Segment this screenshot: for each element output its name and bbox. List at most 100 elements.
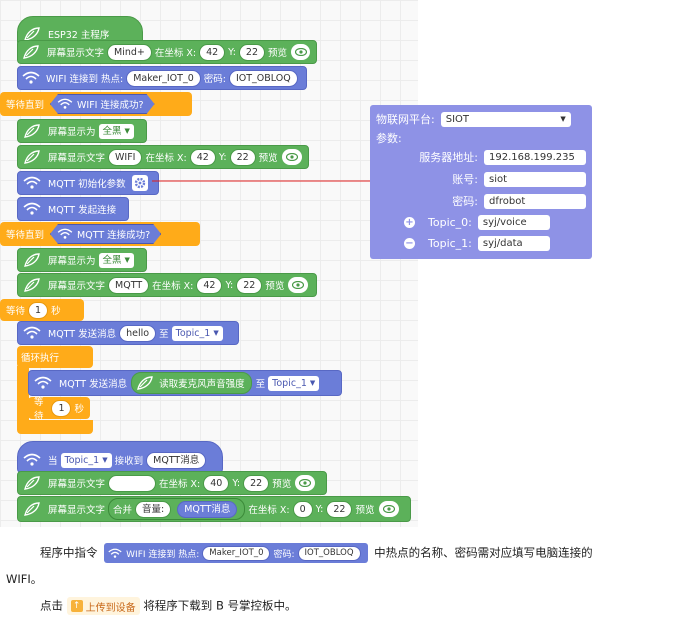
server-input[interactable]: 192.168.199.235	[484, 149, 586, 165]
plus-icon[interactable]: +	[404, 217, 415, 228]
text-input[interactable]	[108, 474, 157, 492]
fill-dropdown[interactable]: 全黑▼	[98, 123, 134, 139]
y-input[interactable]: 22	[238, 43, 266, 61]
mic-volume-reporter[interactable]: 读取麦克风声音强度	[131, 372, 252, 394]
mqtt-send-hello-block[interactable]: MQTT 发送消息 hello 至 Topic_1▼	[17, 321, 239, 345]
wifi-connected-condition[interactable]: WIFI 连接成功?	[50, 94, 155, 114]
upload-icon: ↑	[70, 600, 83, 612]
code-canvas[interactable]: ESP32 主程序 屏幕显示文字 Mind+ 在坐标 X: 42 Y: 22 预…	[0, 0, 418, 527]
upload-button[interactable]: ↑ 上传到设备	[66, 597, 140, 615]
y-input[interactable]: 22	[326, 500, 353, 518]
wifi-icon	[108, 548, 122, 558]
block-label: MQTT 初始化参数	[48, 179, 126, 190]
account-label: 账号:	[452, 173, 478, 186]
mqtt-message-variable[interactable]: MQTT消息	[146, 451, 207, 469]
x-input[interactable]: 40	[203, 474, 230, 492]
mqtt-receive-event-hat[interactable]: 当 Topic_1▼ 接收到 MQTT消息	[17, 441, 223, 473]
display-text-block-4[interactable]: 屏幕显示文字 在坐标 X: 40 Y: 22 预览	[17, 471, 327, 495]
mqtt-icon	[22, 324, 42, 342]
instruction-text: 点击	[40, 598, 63, 613]
topic1-row: − Topic_1: syj/data	[404, 236, 550, 251]
y-input[interactable]: 22	[236, 276, 263, 294]
wait-seconds-block-2[interactable]: 等待 1 秒	[28, 397, 90, 422]
block-label: WIFI 连接成功?	[77, 100, 144, 111]
block-label: 等待直到	[6, 230, 45, 241]
x-input[interactable]: 0	[292, 500, 313, 518]
mqtt-connected-condition[interactable]: MQTT 连接成功?	[50, 224, 161, 244]
server-row: 服务器地址: 192.168.199.235	[419, 149, 586, 165]
password-input[interactable]: dfrobot	[484, 193, 586, 209]
topic-dropdown[interactable]: Topic_1▼	[171, 325, 223, 341]
display-text-block-2[interactable]: 屏幕显示文字 WIFI 在坐标 X: 42 Y: 22 预览	[17, 145, 309, 169]
wait-until-mqtt-block[interactable]: 等待直到 MQTT 连接成功?	[0, 222, 200, 246]
wait-seconds-block-1[interactable]: 等待 1 秒	[0, 299, 84, 321]
eye-icon[interactable]	[281, 149, 302, 165]
topic0-input[interactable]: syj/voice	[477, 215, 550, 230]
seconds-input[interactable]: 1	[28, 301, 49, 319]
eye-icon[interactable]	[295, 475, 316, 491]
block-label: 屏幕显示文字	[46, 48, 104, 59]
topic1-label: Topic_1:	[428, 237, 472, 250]
chevron-down-icon: ▼	[309, 378, 316, 387]
y-input[interactable]: 22	[229, 148, 256, 166]
text-input[interactable]: MQTT	[108, 276, 150, 294]
x-input[interactable]: 42	[199, 43, 226, 61]
wifi-password-input[interactable]: IOT_OBLOQ	[228, 69, 298, 87]
params-text: 参数:	[376, 132, 402, 145]
mqtt-send-mic-block[interactable]: MQTT 发送消息 读取麦克风声音强度 至 Topic_1▼	[28, 370, 342, 396]
screen-fill-block-2[interactable]: 屏幕显示为 全黑▼	[17, 248, 147, 272]
block-label: MQTT 发送消息	[59, 379, 128, 390]
wait-until-wifi-block[interactable]: 等待直到 WIFI 连接成功?	[0, 92, 192, 116]
mqtt-connect-block[interactable]: MQTT 发起连接	[17, 197, 129, 221]
block-label: 在坐标 X:	[159, 479, 201, 490]
account-input[interactable]: siot	[484, 171, 586, 187]
topic-dropdown[interactable]: Topic_1▼	[60, 452, 112, 468]
dropdown-value: Topic_1	[175, 327, 211, 339]
mind-plus-leaf-icon	[22, 25, 42, 43]
mqtt-init-block[interactable]: MQTT 初始化参数	[17, 171, 159, 195]
dropdown-value: 全黑	[102, 125, 122, 137]
join-reporter[interactable]: 合并 音量: MQTT消息	[108, 498, 246, 520]
block-label: 当	[48, 456, 58, 467]
gear-icon[interactable]	[131, 175, 148, 191]
mqtt-icon	[22, 174, 42, 192]
x-input[interactable]: 42	[189, 148, 216, 166]
block-label: 接收到	[114, 456, 144, 467]
wifi-connect-block[interactable]: WIFI 连接到 热点: Maker_IOT_0 密码: IOT_OBLOQ	[17, 66, 307, 90]
display-text-block-1[interactable]: 屏幕显示文字 Mind+ 在坐标 X: 42 Y: 22 预览	[17, 40, 317, 64]
dropdown-value: Topic_1	[272, 377, 307, 389]
ssid-input[interactable]: Maker_IOT_0	[126, 69, 201, 87]
seconds-input[interactable]: 1	[51, 399, 72, 417]
eye-icon[interactable]	[288, 277, 309, 293]
block-label: 在坐标 X:	[152, 281, 194, 292]
message-input[interactable]: hello	[119, 324, 157, 342]
display-text-block-3[interactable]: 屏幕显示文字 MQTT 在坐标 X: 42 Y: 22 预览	[17, 273, 317, 297]
text-input[interactable]: Mind+	[106, 43, 152, 61]
topic-dropdown[interactable]: Topic_1▼	[268, 375, 320, 391]
text-input[interactable]: WIFI	[108, 148, 143, 166]
eye-icon[interactable]	[378, 501, 399, 517]
block-label: 屏幕显示文字	[48, 505, 106, 516]
block-label: Y:	[228, 46, 236, 58]
minus-icon[interactable]: −	[404, 238, 415, 249]
join-text-input[interactable]: 音量:	[135, 500, 172, 518]
chevron-down-icon: ▼	[213, 328, 219, 337]
topic0-row: + Topic_0: syj/voice	[404, 215, 550, 230]
block-label: 等待	[6, 306, 26, 317]
fill-dropdown[interactable]: 全黑▼	[98, 252, 134, 268]
x-input[interactable]: 42	[196, 276, 223, 294]
block-label: WIFI 连接到 热点:	[46, 74, 124, 85]
block-label: Y:	[218, 151, 227, 163]
display-leaf-icon	[22, 148, 42, 166]
eye-icon[interactable]	[291, 44, 310, 60]
y-input[interactable]: 22	[243, 474, 270, 492]
platform-select[interactable]: SIOT ▼	[440, 111, 571, 127]
screen-fill-block-1[interactable]: 屏幕显示为 全黑▼	[17, 119, 147, 143]
upload-label: 上传到设备	[85, 602, 136, 614]
wifi-icon	[22, 69, 40, 87]
forever-loop-top[interactable]: 循环执行	[17, 346, 93, 368]
display-text-block-5[interactable]: 屏幕显示文字 合并 音量: MQTT消息 在坐标 X: 0 Y: 22 预览	[17, 496, 411, 522]
mqtt-message-variable[interactable]: MQTT消息	[177, 500, 238, 518]
block-label: 预览	[272, 479, 292, 490]
topic1-input[interactable]: syj/data	[477, 236, 550, 251]
